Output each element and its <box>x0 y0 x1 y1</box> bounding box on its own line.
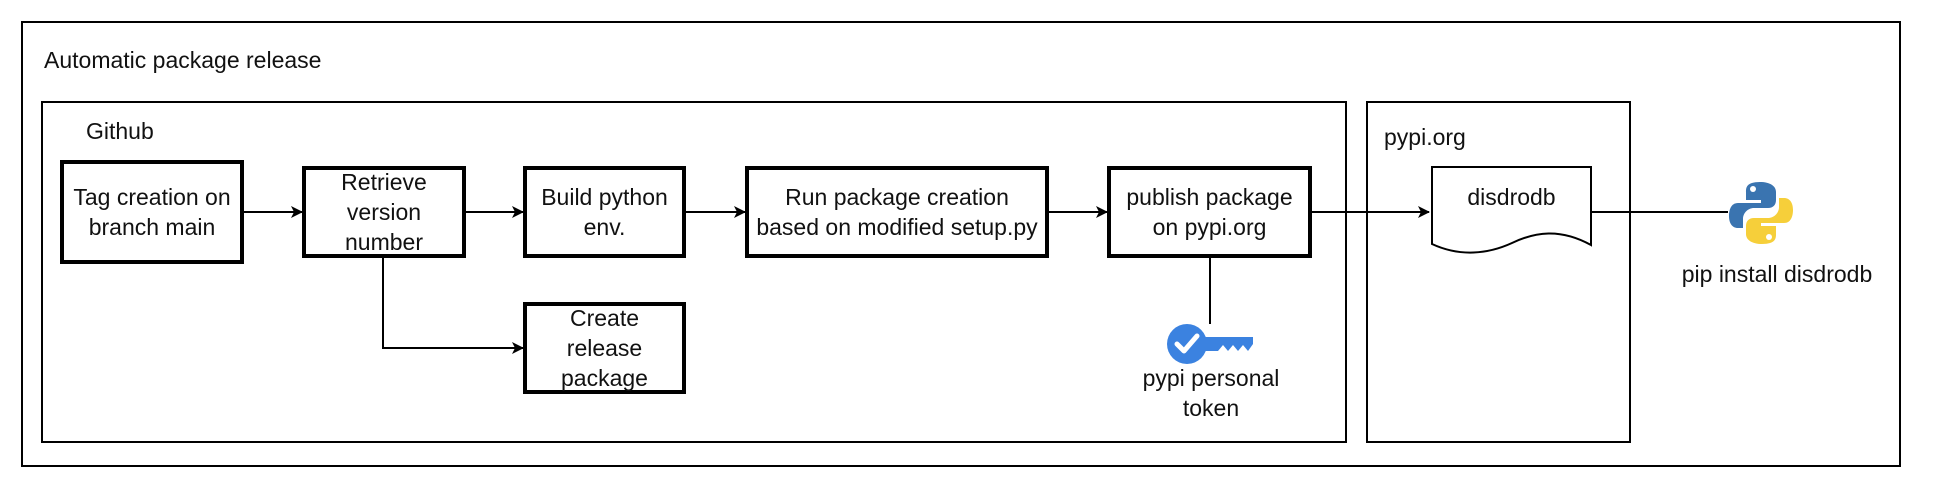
outer-frame-title: Automatic package release <box>44 47 322 73</box>
retrieve-version-node: Retrieve version number <box>302 166 466 258</box>
run-package-creation-node: Run package creation based on modified s… <box>745 166 1049 258</box>
disdrodb-document-shape <box>1431 166 1592 254</box>
outer-frame <box>21 21 1901 467</box>
pypi-token-label: pypi personal token <box>1142 365 1280 421</box>
tag-creation-node: Tag creation on branch main <box>60 160 244 264</box>
key-icon <box>1167 324 1253 364</box>
pip-install-label: pip install disdrodb <box>1681 261 1873 287</box>
arrow-version-to-release <box>382 258 524 354</box>
github-frame <box>41 101 1347 443</box>
publish-package-node: publish package on pypi.org <box>1107 166 1312 258</box>
pypi-frame <box>1366 101 1631 443</box>
disdrodb-document-label: disdrodb <box>1467 184 1556 210</box>
build-python-env-node: Build python env. <box>523 166 686 258</box>
pypi-frame-title: pypi.org <box>1384 124 1466 150</box>
github-frame-title: Github <box>86 118 154 144</box>
python-logo-icon <box>1729 182 1793 244</box>
create-release-package-node: Create release package <box>523 302 686 394</box>
